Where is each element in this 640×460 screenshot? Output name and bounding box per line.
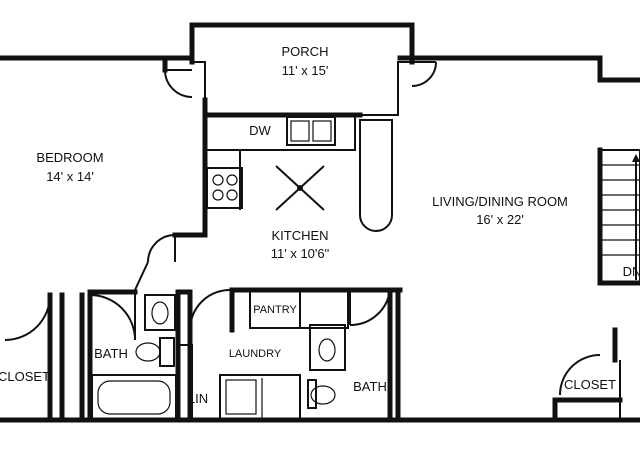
kitchen-fixtures: [204, 114, 393, 232]
ceiling-fan-icon: [275, 165, 325, 211]
closet-frame: [552, 360, 623, 420]
linen-label: LIN: [188, 391, 208, 406]
bath-fixtures: [91, 294, 346, 421]
toilet-icon-2: [310, 385, 336, 405]
porch-edges: [192, 61, 412, 116]
door-swings: [4, 61, 601, 396]
bedroom-name: BEDROOM: [36, 150, 103, 165]
pantry-laundry: [177, 289, 349, 421]
bathtub-icon: [91, 374, 177, 421]
porch-name: PORCH: [282, 44, 329, 59]
pantry-label: PANTRY: [253, 304, 297, 316]
vanity-icon: [144, 294, 176, 331]
bath-label-2: BATH: [353, 379, 387, 394]
closet-label-1: CLOSET: [0, 369, 50, 384]
dishwasher-label: DW: [249, 123, 271, 138]
laundry-label: LAUNDRY: [229, 348, 282, 360]
stairs-icon: [599, 149, 640, 284]
kitchen-size: 11' x 10'6": [271, 246, 330, 261]
bedroom-size: 14' x 14': [46, 169, 94, 184]
living-size: 16' x 22': [476, 212, 524, 227]
bath-label-1: BATH: [94, 346, 128, 361]
sink-icon: [286, 116, 336, 146]
washer-dryer-icon: [219, 374, 301, 421]
down-stairs-label: DN: [623, 264, 640, 279]
porch-size: 11' x 15': [282, 63, 329, 78]
stove-icon: [206, 167, 243, 209]
peninsula-counter: [359, 119, 393, 232]
closet-label-2: CLOSET: [564, 377, 616, 392]
toilet-icon: [135, 342, 161, 362]
kitchen-name: KITCHEN: [271, 228, 328, 243]
living-name: LIVING/DINING ROOM: [432, 194, 568, 209]
vanity-icon-2: [309, 324, 346, 371]
